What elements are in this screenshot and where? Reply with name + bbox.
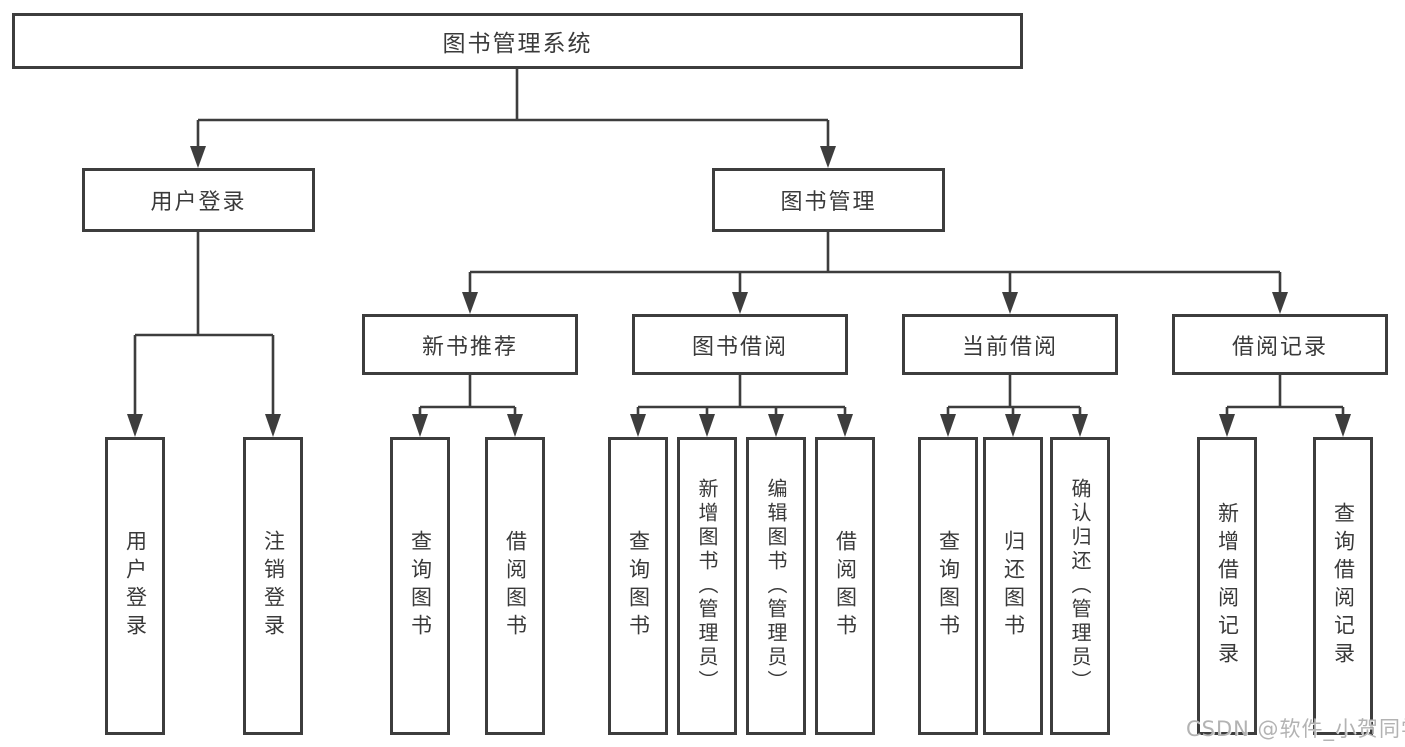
leaf-query-books: 查询图书 xyxy=(390,437,450,735)
node-label: 当前借阅 xyxy=(961,334,1058,360)
leaf-query-books: 查询图书 xyxy=(918,437,978,735)
leaf-label: 注销登录 xyxy=(261,530,286,642)
node-label: 图书管理 xyxy=(780,190,877,215)
leaf-user-login: 用户登录 xyxy=(105,437,165,735)
node-book-management: 图书管理 xyxy=(712,168,945,232)
arrow-down-icon xyxy=(507,414,523,437)
leaf-return-books: 归还图书 xyxy=(983,437,1043,735)
leaf-label: 借阅图书 xyxy=(503,530,528,642)
arrow-down-icon xyxy=(462,292,478,314)
arrow-down-icon xyxy=(127,414,143,437)
node-label: 借阅记录 xyxy=(1231,334,1328,360)
leaf-label: 编辑图书（管理员） xyxy=(764,478,788,694)
connector-currentborrow-bus xyxy=(946,375,1082,416)
leaf-label: 查询图书 xyxy=(626,530,651,642)
node-book-borrowing: 图书借阅 xyxy=(632,314,848,375)
leaf-confirm-return-admin: 确认归还（管理员） xyxy=(1050,437,1110,735)
arrow-down-icon xyxy=(1335,414,1351,437)
arrow-down-icon xyxy=(1002,292,1018,314)
leaf-label: 用户登录 xyxy=(123,530,148,642)
leaf-label: 新增借阅记录 xyxy=(1215,502,1240,670)
node-label: 图书借阅 xyxy=(691,334,788,360)
connector-bookborrow-bus xyxy=(636,375,847,416)
csdn-watermark: CSDN @软件_小贺同学 xyxy=(1186,717,1405,741)
leaf-label: 新增图书（管理员） xyxy=(695,478,719,694)
node-user-login: 用户登录 xyxy=(82,168,315,232)
arrow-down-icon xyxy=(940,414,956,437)
node-new-book-recommendation: 新书推荐 xyxy=(362,314,578,375)
leaf-borrow-books: 借阅图书 xyxy=(815,437,875,735)
node-label: 新书推荐 xyxy=(421,334,518,360)
arrow-down-icon xyxy=(265,414,281,437)
connector-root-bus xyxy=(196,69,830,148)
leaf-logout: 注销登录 xyxy=(243,437,303,735)
node-label: 图书管理系统 xyxy=(442,31,593,57)
leaf-add-borrow-record: 新增借阅记录 xyxy=(1197,437,1257,735)
node-borrowing-records: 借阅记录 xyxy=(1172,314,1388,375)
node-label: 用户登录 xyxy=(150,190,247,215)
leaf-label: 查询图书 xyxy=(408,530,433,642)
leaf-label: 确认归还（管理员） xyxy=(1068,478,1092,694)
arrow-down-icon xyxy=(630,414,646,437)
leaf-label: 查询图书 xyxy=(936,530,961,642)
arrow-down-icon xyxy=(1272,292,1288,314)
arrow-down-icon xyxy=(190,146,206,168)
node-library-management-system: 图书管理系统 xyxy=(12,13,1023,69)
connector-userlogin-bus xyxy=(133,232,275,416)
connector-records-bus xyxy=(1225,375,1345,416)
arrow-down-icon xyxy=(1219,414,1235,437)
leaf-query-borrow-record: 查询借阅记录 xyxy=(1313,437,1373,735)
arrow-down-icon xyxy=(820,146,836,168)
leaf-label: 归还图书 xyxy=(1001,530,1026,642)
arrow-down-icon xyxy=(768,414,784,437)
arrow-down-icon xyxy=(699,414,715,437)
connector-bookmgmt-bus xyxy=(468,232,1282,294)
leaf-label: 借阅图书 xyxy=(833,530,858,642)
node-current-borrowing: 当前借阅 xyxy=(902,314,1118,375)
arrow-down-icon xyxy=(1072,414,1088,437)
leaf-edit-books-admin: 编辑图书（管理员） xyxy=(746,437,806,735)
connector-newbook-bus xyxy=(418,375,517,416)
arrow-down-icon xyxy=(1005,414,1021,437)
arrow-down-icon xyxy=(412,414,428,437)
arrow-down-icon xyxy=(732,292,748,314)
leaf-add-books-admin: 新增图书（管理员） xyxy=(677,437,737,735)
leaf-query-books: 查询图书 xyxy=(608,437,668,735)
leaf-label: 查询借阅记录 xyxy=(1331,502,1356,670)
arrow-down-icon xyxy=(837,414,853,437)
leaf-borrow-books: 借阅图书 xyxy=(485,437,545,735)
